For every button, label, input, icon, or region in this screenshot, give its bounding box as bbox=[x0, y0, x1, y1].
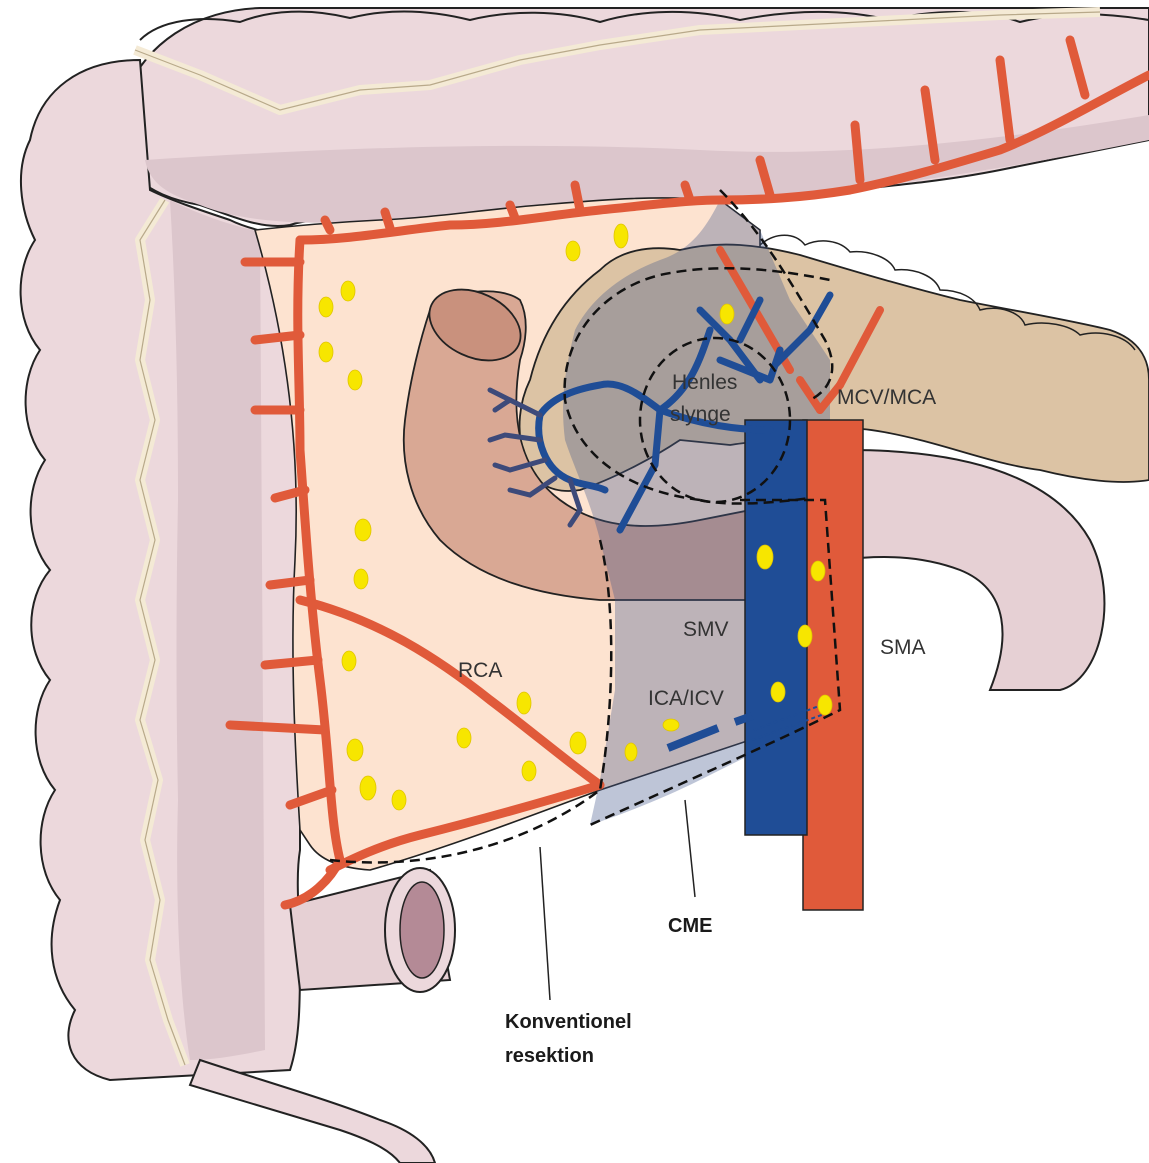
label-konventionel: Konventionel bbox=[505, 1011, 632, 1033]
ileum-lumen bbox=[400, 882, 444, 978]
label-cme: CME bbox=[668, 915, 712, 937]
appendix bbox=[190, 1060, 435, 1163]
label-ica-icv: ICA/ICV bbox=[648, 687, 724, 710]
leader-line-konventionel bbox=[540, 847, 550, 1000]
label-henles: Henles bbox=[672, 371, 737, 394]
smv-trunk bbox=[745, 420, 807, 835]
label-rca: RCA bbox=[458, 659, 502, 682]
label-resektion: resektion bbox=[505, 1045, 594, 1067]
label-sma: SMA bbox=[880, 636, 926, 659]
label-mcv-mca: MCV/MCA bbox=[837, 386, 936, 409]
label-slynge: slynge bbox=[670, 403, 731, 426]
leader-line-cme bbox=[685, 800, 695, 897]
label-smv: SMV bbox=[683, 618, 729, 641]
ascending-colon-shade bbox=[170, 200, 265, 1060]
sma-trunk bbox=[803, 420, 863, 910]
